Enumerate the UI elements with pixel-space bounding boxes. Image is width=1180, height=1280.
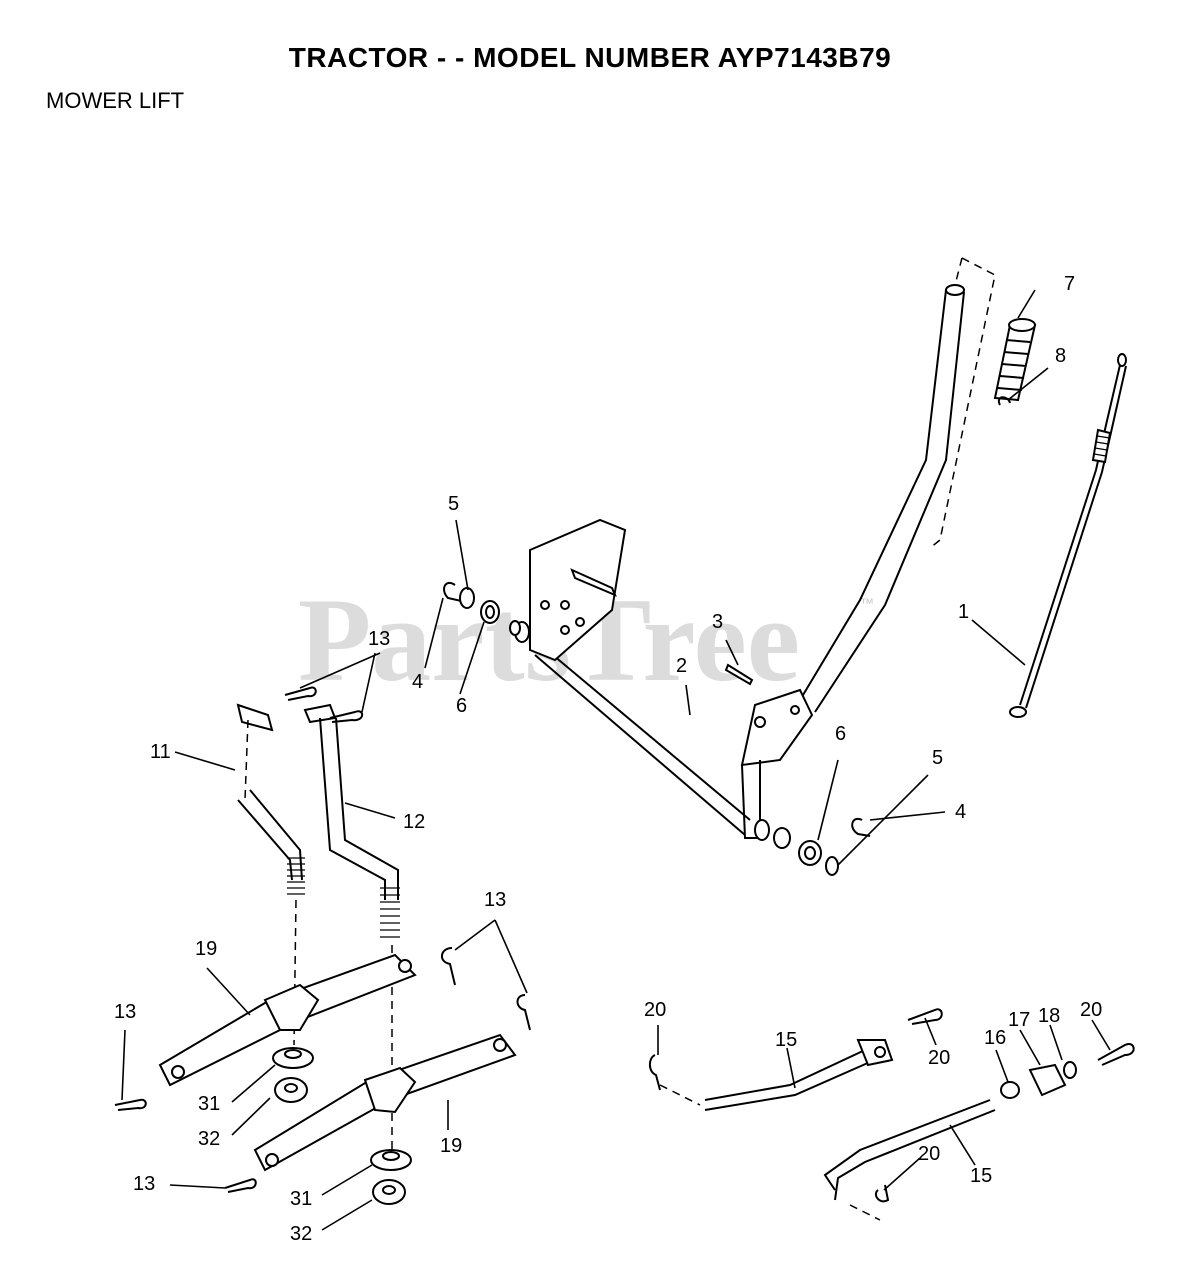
lift-arm-lower bbox=[253, 1033, 517, 1172]
callout-5-right: 5 bbox=[932, 747, 943, 769]
spacers-nuts bbox=[272, 1047, 412, 1205]
mounting-plate bbox=[529, 518, 627, 662]
pin bbox=[724, 663, 754, 686]
callout-3: 3 bbox=[712, 611, 723, 633]
callout-4-left: 4 bbox=[412, 671, 423, 693]
callout-18: 18 bbox=[1038, 1005, 1060, 1027]
callout-13-left: 13 bbox=[114, 1001, 136, 1023]
rod-15-upper bbox=[648, 1008, 943, 1111]
callout-31-upper: 31 bbox=[198, 1093, 220, 1115]
callout-labels: 7 8 1 5 4 6 3 2 13 11 12 6 5 4 13 19 13 … bbox=[114, 273, 1102, 1245]
callout-1: 1 bbox=[958, 601, 969, 623]
callout-6-left: 6 bbox=[456, 695, 467, 717]
lift-link-11 bbox=[236, 703, 305, 1046]
callout-6-right: 6 bbox=[835, 723, 846, 745]
callout-16: 16 bbox=[984, 1027, 1006, 1049]
callout-20-right: 20 bbox=[1080, 999, 1102, 1021]
callout-2: 2 bbox=[676, 655, 687, 677]
callout-5-left: 5 bbox=[448, 493, 459, 515]
callout-11: 11 bbox=[150, 741, 171, 763]
section-title: MOWER LIFT bbox=[46, 88, 185, 113]
leader-lines bbox=[121, 289, 1111, 1231]
hairpin-clips bbox=[114, 686, 531, 1193]
lift-shaft bbox=[514, 621, 770, 841]
callout-8: 8 bbox=[1055, 345, 1066, 367]
callout-32-lower: 32 bbox=[290, 1223, 312, 1245]
left-shaft-hardware bbox=[443, 581, 521, 636]
handle-grip bbox=[993, 318, 1037, 406]
callout-7: 7 bbox=[1064, 273, 1075, 295]
callout-4-right: 4 bbox=[955, 801, 966, 823]
callout-15-upper: 15 bbox=[775, 1029, 797, 1051]
lift-arm-upper bbox=[158, 953, 417, 1087]
callout-19-upper: 19 bbox=[195, 938, 217, 960]
lift-handle bbox=[740, 257, 996, 839]
callout-32-upper: 32 bbox=[198, 1128, 220, 1150]
right-shaft-hardware bbox=[773, 817, 871, 876]
callout-15-lower: 15 bbox=[970, 1165, 992, 1187]
callout-20-left: 20 bbox=[644, 999, 666, 1021]
callout-13-bottom: 13 bbox=[133, 1173, 155, 1195]
callout-31-lower: 31 bbox=[290, 1188, 312, 1210]
rod-15-lower bbox=[823, 1043, 1135, 1221]
callout-12: 12 bbox=[403, 811, 425, 833]
lift-rod bbox=[1009, 353, 1127, 718]
callout-20-bottom: 20 bbox=[918, 1143, 940, 1165]
callout-17: 17 bbox=[1008, 1009, 1030, 1031]
page-title: TRACTOR - - MODEL NUMBER AYP7143B79 bbox=[288, 42, 892, 73]
callout-13-mid: 13 bbox=[484, 889, 506, 911]
callout-20-mid: 20 bbox=[928, 1047, 950, 1069]
callout-19-lower: 19 bbox=[440, 1135, 462, 1157]
callout-13-top: 13 bbox=[368, 628, 390, 650]
watermark-trademark: ™ bbox=[860, 595, 874, 611]
